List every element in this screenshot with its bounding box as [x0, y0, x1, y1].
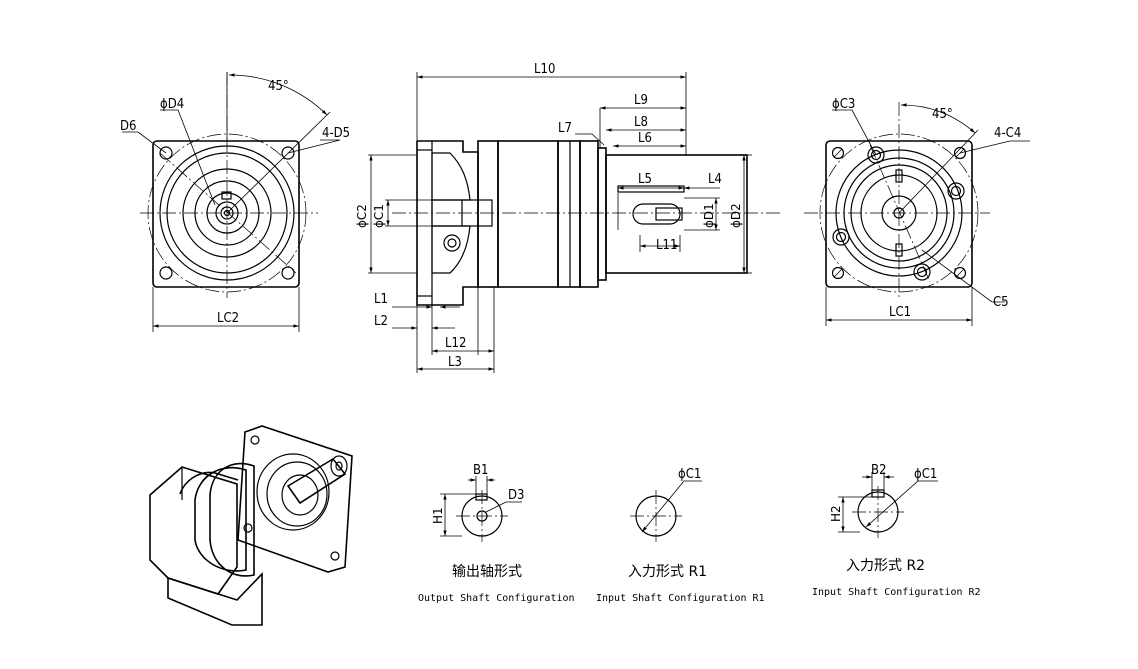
label-l12: L12	[445, 336, 466, 351]
label-d3: D3	[508, 488, 524, 503]
label-phi-d2: ϕD2	[729, 203, 743, 228]
label-l5: L5	[638, 172, 652, 187]
rear-view-input: ϕC3 45° 4-C4 C5 LC1	[804, 97, 1030, 326]
label-phi-d4: ϕD4	[160, 97, 184, 112]
label-l1: L1	[374, 292, 388, 307]
label-l8: L8	[634, 115, 648, 130]
label-d6: D6	[120, 119, 136, 134]
side-view: L10 L9 L8 L7 L6 L5 L4 L11 L1 L2 L12 L3 ϕ…	[355, 62, 780, 373]
label-l6: L6	[638, 131, 652, 146]
label-l2: L2	[374, 314, 388, 329]
label-lc2: LC2	[217, 311, 239, 326]
label-h1: H1	[431, 507, 445, 524]
label-45-left: 45°	[268, 79, 289, 94]
label-l7: L7	[558, 121, 572, 136]
input-r1-config: ϕC1 入力形式 R1 Input Shaft Configuration R1	[596, 467, 765, 604]
front-view-output: ϕD4 D6 45° 4-D5 LC2	[120, 72, 350, 332]
label-phi-c3: ϕC3	[832, 97, 855, 112]
label-l10: L10	[534, 62, 555, 77]
label-phi-c1-r1: ϕC1	[678, 467, 701, 482]
output-shaft-config: B1 H1 D3 输出轴形式 Output Shaft Configuratio…	[418, 463, 575, 604]
label-l4: L4	[708, 172, 722, 187]
r2-caption-en: Input Shaft Configuration R2	[812, 587, 981, 598]
label-l11: L11	[656, 238, 677, 253]
label-phi-c1-side: ϕC1	[372, 204, 386, 228]
label-c5: C5	[993, 295, 1009, 310]
input-r2-config: B2 ϕC1 H2 入力形式 R2 Input Shaft Configurat…	[812, 463, 981, 598]
label-phi-d1: ϕD1	[702, 203, 716, 228]
output-caption-en: Output Shaft Configuration	[418, 593, 575, 604]
r2-caption-cn: 入力形式 R2	[846, 558, 925, 574]
label-lc1: LC1	[889, 305, 911, 320]
label-45-right: 45°	[932, 107, 953, 122]
label-4-d5: 4-D5	[322, 126, 350, 141]
label-phi-c1-r2: ϕC1	[914, 467, 937, 482]
label-l9: L9	[634, 93, 648, 108]
isometric-view	[149, 425, 353, 626]
output-caption-cn: 输出轴形式	[452, 564, 522, 580]
label-b2: B2	[871, 463, 886, 478]
label-4-c4: 4-C4	[994, 126, 1021, 141]
label-h2: H2	[829, 505, 843, 522]
label-phi-c2: ϕC2	[355, 204, 369, 228]
r1-caption-en: Input Shaft Configuration R1	[596, 593, 765, 604]
r1-caption-cn: 入力形式 R1	[628, 564, 707, 580]
label-b1: B1	[473, 463, 488, 478]
label-l3: L3	[448, 355, 462, 370]
